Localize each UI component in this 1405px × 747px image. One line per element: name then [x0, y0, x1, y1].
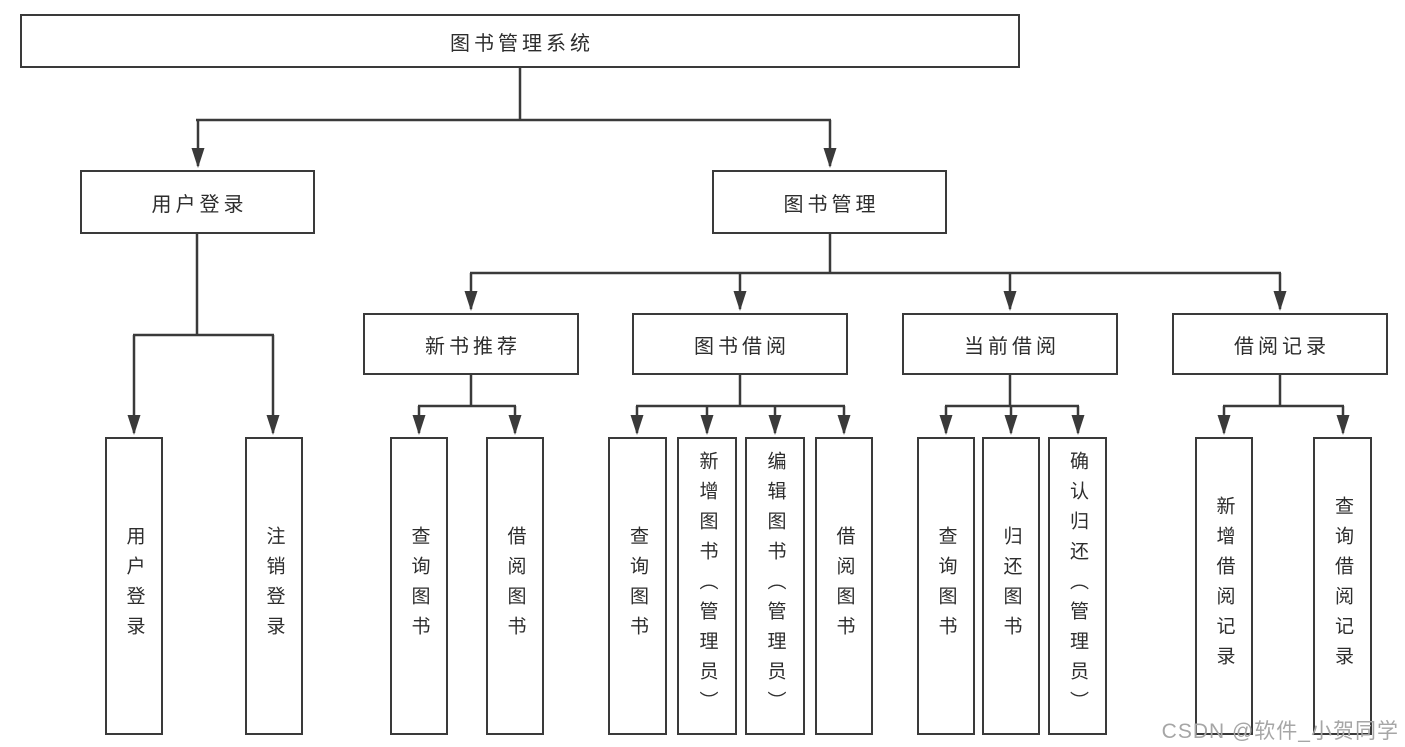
node-leaf-user-login: 用户登录 — [105, 437, 163, 735]
node-leaf-confirm-return-admin: 确认归还（管理员） — [1048, 437, 1107, 735]
node-leaf-query-books-1: 查询图书 — [390, 437, 448, 735]
node-leaf-edit-book-admin: 编辑图书（管理员） — [745, 437, 805, 735]
node-system-root: 图书管理系统 — [20, 14, 1020, 68]
node-leaf-return-book: 归还图书 — [982, 437, 1040, 735]
node-leaf-query-borrow-record: 查询借阅记录 — [1313, 437, 1372, 735]
node-leaf-query-books-2: 查询图书 — [608, 437, 667, 735]
node-new-book-recommendation: 新书推荐 — [363, 313, 579, 375]
node-leaf-borrow-books-1: 借阅图书 — [486, 437, 544, 735]
node-leaf-add-book-admin: 新增图书（管理员） — [677, 437, 737, 735]
csdn-watermark: CSDN @软件_小贺同学 — [1161, 720, 1399, 743]
node-leaf-add-borrow-record: 新增借阅记录 — [1195, 437, 1253, 735]
node-book-borrowing: 图书借阅 — [632, 313, 848, 375]
node-user-login-branch: 用户登录 — [80, 170, 315, 234]
node-leaf-query-books-3: 查询图书 — [917, 437, 975, 735]
node-borrowing-records: 借阅记录 — [1172, 313, 1388, 375]
node-current-borrowing: 当前借阅 — [902, 313, 1118, 375]
node-leaf-borrow-books-2: 借阅图书 — [815, 437, 873, 735]
node-leaf-logout: 注销登录 — [245, 437, 303, 735]
node-book-management-branch: 图书管理 — [712, 170, 947, 234]
